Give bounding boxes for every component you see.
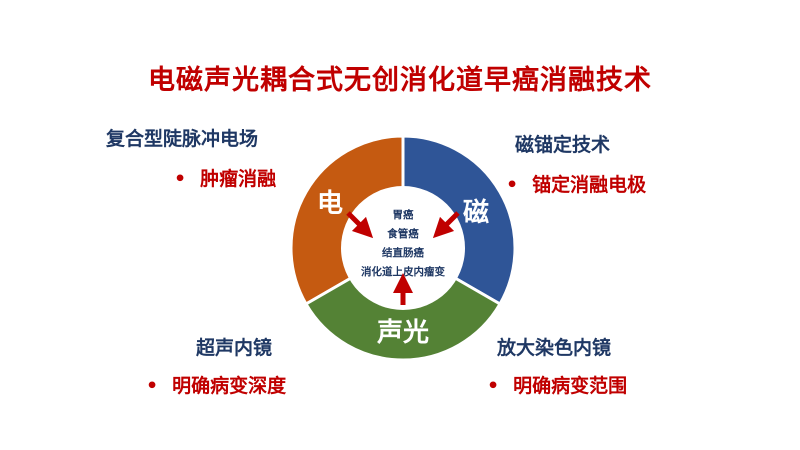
center-text-line-1: 胃癌 bbox=[393, 208, 414, 221]
center-text-line-4: 消化道上皮内瘤变 bbox=[361, 265, 445, 278]
bullet-dot: • bbox=[487, 375, 500, 397]
bullet-electric: • 肿瘤消融 bbox=[174, 164, 276, 191]
segment-label-electric: 电 bbox=[317, 189, 343, 219]
bullet-dot: • bbox=[146, 375, 159, 397]
segment-label-magnetic: 磁 bbox=[463, 197, 489, 228]
center-text-line-2: 食管癌 bbox=[386, 227, 419, 240]
arrow-from-electric bbox=[346, 211, 374, 239]
bullet-magnetic-text: 锚定消融电极 bbox=[532, 174, 647, 196]
heading-magnetic: 磁锚定技术 bbox=[515, 134, 611, 156]
bullet-dot: • bbox=[506, 174, 519, 196]
bullet-endoscope-text: 明确病变范围 bbox=[513, 375, 628, 397]
page-title: 电磁声光耦合式无创消化道早癌消融技术 bbox=[148, 65, 652, 96]
bullet-ultrasound-text: 明确病变深度 bbox=[172, 375, 287, 397]
heading-ultrasound: 超声内镜 bbox=[196, 337, 273, 359]
arrow-from-magnetic bbox=[432, 211, 460, 239]
bullet-dot: • bbox=[174, 168, 187, 190]
bullet-endoscope: • 明确病变范围 bbox=[487, 371, 627, 398]
bullet-magnetic: • 锚定消融电极 bbox=[506, 170, 646, 197]
heading-endoscope: 放大染色内镜 bbox=[497, 337, 612, 359]
segment-label-acoustooptic: 声光 bbox=[377, 318, 429, 348]
bullet-electric-text: 肿瘤消融 bbox=[200, 168, 277, 190]
center-text-line-3: 结直肠癌 bbox=[382, 246, 424, 259]
bullet-ultrasound: • 明确病变深度 bbox=[146, 371, 286, 398]
heading-electric: 复合型陡脉冲电场 bbox=[106, 128, 259, 150]
